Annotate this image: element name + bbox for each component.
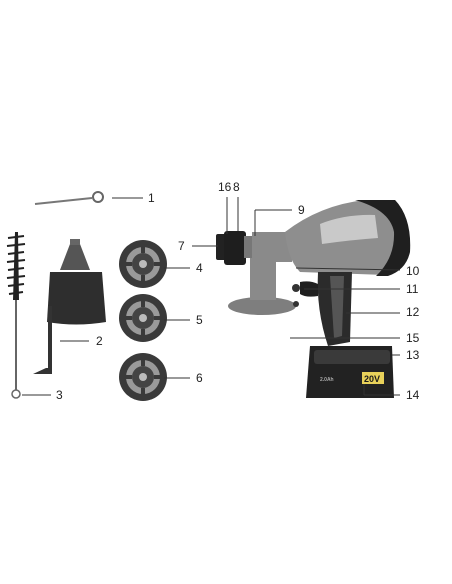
callout-9: 9 xyxy=(298,203,305,217)
callout-10: 10 xyxy=(406,264,420,278)
part-nozzle-disc-6 xyxy=(119,353,167,401)
callout-2: 2 xyxy=(96,334,103,348)
callout-15: 15 xyxy=(406,331,420,345)
callout-12: 12 xyxy=(406,305,420,319)
callout-1: 1 xyxy=(148,191,155,205)
callout-4: 4 xyxy=(196,261,203,275)
part-cleaning-brush xyxy=(6,232,26,399)
callout-14: 14 xyxy=(406,388,420,402)
battery-voltage-label: 20V xyxy=(364,374,380,384)
callout-5: 5 xyxy=(196,313,203,327)
callout-3: 3 xyxy=(56,388,63,402)
part-funnel-stand xyxy=(33,239,106,374)
callout-16: 16 xyxy=(218,180,232,194)
battery-capacity-label: 2.0Ah xyxy=(320,377,334,383)
callout-8: 8 xyxy=(233,180,240,194)
part-nozzle-disc-5 xyxy=(119,294,167,342)
part-nozzle-disc-4 xyxy=(119,240,167,288)
leader-line-10 xyxy=(295,267,401,271)
callout-7: 7 xyxy=(178,239,185,253)
callout-6: 6 xyxy=(196,371,203,385)
callout-13: 13 xyxy=(406,348,420,362)
callout-11: 11 xyxy=(406,282,419,296)
part-cleaning-pin xyxy=(34,191,104,205)
part-sprayer-body: 20V 2.0Ah xyxy=(216,200,411,398)
